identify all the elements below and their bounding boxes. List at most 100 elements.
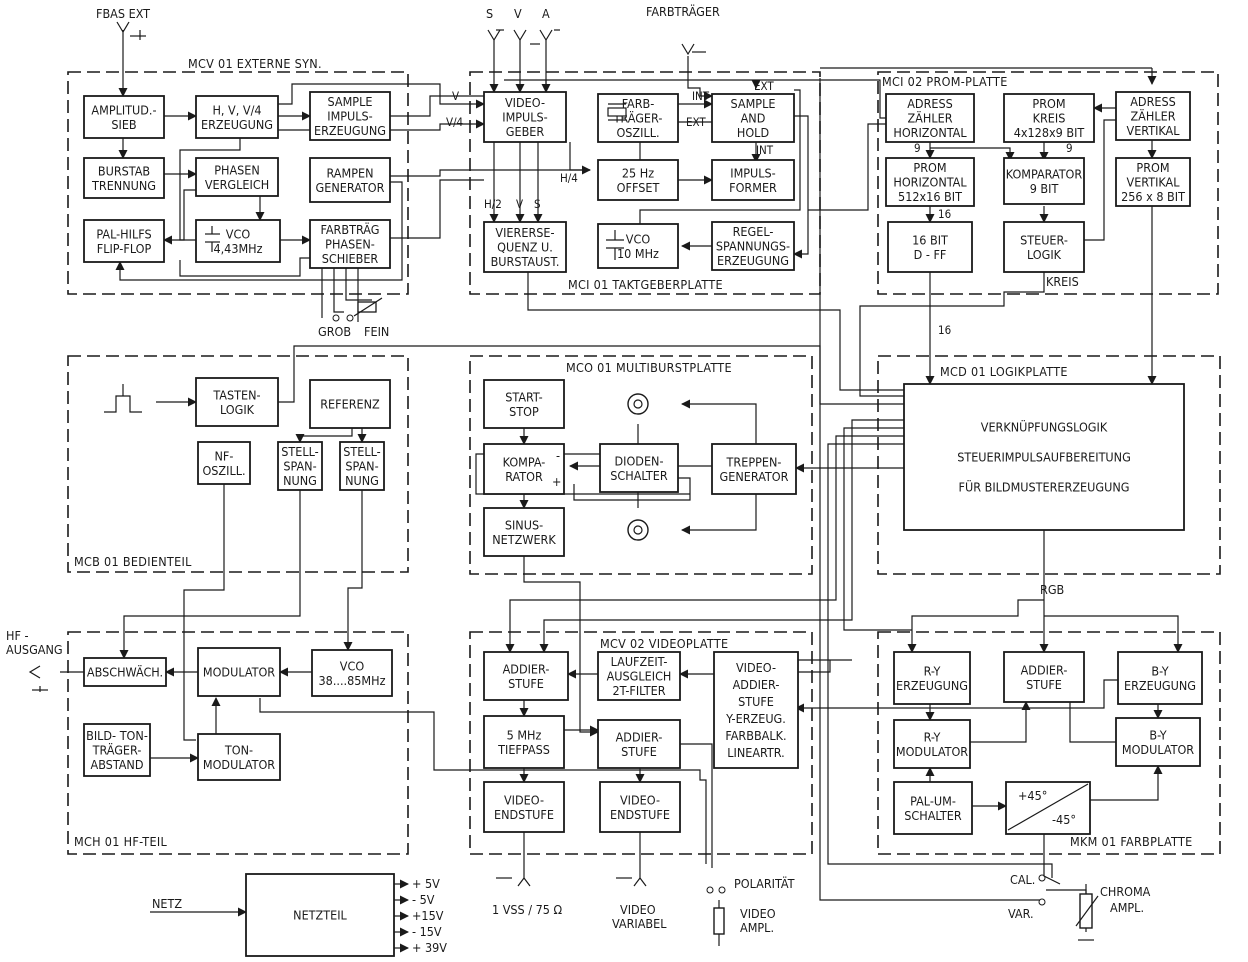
signal-int-2: INT bbox=[756, 143, 774, 157]
label-volt-4: - 15V bbox=[412, 924, 442, 939]
block-label: SPAN- bbox=[283, 459, 316, 474]
signal-s: S bbox=[534, 197, 541, 211]
label-hf-ausgang-2: AUSGANG bbox=[6, 642, 63, 657]
block-frame bbox=[309, 91, 391, 141]
block-komparator: KOMPA-RATOR bbox=[483, 443, 565, 495]
block-label: PHASEN bbox=[214, 162, 260, 177]
block-label: 256 x 8 BIT bbox=[1121, 189, 1185, 204]
block-label: STUFE bbox=[738, 694, 774, 709]
block-frame bbox=[713, 651, 799, 769]
block-label: RAMPEN bbox=[327, 165, 374, 180]
block-label: HORIZONTAL bbox=[893, 125, 967, 140]
block-frame bbox=[1115, 157, 1191, 207]
block-label: SAMPLE bbox=[731, 96, 776, 111]
block-frame bbox=[483, 507, 565, 557]
block-label: NF- bbox=[215, 448, 234, 463]
block-label: 25 Hz bbox=[622, 165, 654, 180]
block-logik: VERKNÜPFUNGSLOGIKSTEUERIMPULSAUFBEREITUN… bbox=[903, 383, 1185, 531]
block-label: ZÄHLER bbox=[907, 111, 952, 126]
block-addierstufe2: ADDIER-STUFE bbox=[597, 719, 681, 769]
block-bild-ton: BILD- TON-TRÄGER-ABSTAND bbox=[83, 723, 151, 777]
block-frame bbox=[195, 219, 281, 263]
signal-v2: V bbox=[516, 197, 523, 211]
label-chroma-ampl-1: CHROMA bbox=[1100, 884, 1151, 899]
group-mcv02 bbox=[469, 631, 813, 855]
block-label: PAL-HILFS bbox=[96, 226, 151, 241]
block-label: BILD- TON- bbox=[86, 728, 148, 743]
block-label: Y-ERZEUG. bbox=[725, 711, 786, 726]
block-frame bbox=[711, 443, 797, 495]
block-label: VIERERSE- bbox=[495, 225, 554, 240]
block-label: KOMPA- bbox=[503, 454, 546, 469]
block-startstop: START-STOP bbox=[483, 379, 565, 429]
block-amplitudsieb: AMPLITUD.-SIEB bbox=[83, 95, 165, 139]
block-label: ENDSTUFE bbox=[494, 807, 554, 822]
group-mch01 bbox=[67, 631, 409, 855]
block-label: ZÄHLER bbox=[1130, 109, 1175, 124]
block-frame bbox=[309, 379, 391, 429]
block-frame bbox=[599, 781, 681, 833]
block-label: IMPULS- bbox=[730, 165, 776, 180]
block-label: B-Y bbox=[1149, 727, 1166, 742]
block-frame bbox=[599, 443, 679, 493]
label-plus: + bbox=[552, 474, 561, 489]
label-netz: NETZ bbox=[152, 896, 182, 911]
block-frame bbox=[83, 157, 165, 199]
bus-width-16a: 16 bbox=[938, 207, 951, 221]
block-frame bbox=[1003, 157, 1085, 205]
block-label: PROM bbox=[1136, 160, 1169, 175]
pushbutton-icon bbox=[104, 384, 142, 413]
connector-icon bbox=[28, 21, 1046, 906]
block-endstufe1: VIDEO-ENDSTUFE bbox=[483, 781, 565, 833]
block-frame bbox=[1003, 93, 1095, 143]
block-addierstufe1: ADDIER-STUFE bbox=[483, 651, 569, 701]
block-frame bbox=[597, 93, 679, 143]
label-volt-2: - 5V bbox=[412, 892, 435, 907]
block-abschwaech: ABSCHWÄCH. bbox=[83, 657, 167, 687]
block-label: QUENZ U. bbox=[497, 240, 553, 255]
group-title-mci01: MCI 01 TAKTGEBERPLATTE bbox=[568, 277, 723, 292]
block-label: HOLD bbox=[737, 125, 769, 140]
block-frame bbox=[711, 159, 795, 201]
block-label: ADDIER- bbox=[733, 677, 780, 692]
block-frame bbox=[197, 441, 251, 485]
block-frame bbox=[903, 383, 1185, 531]
block-frame bbox=[483, 221, 567, 273]
block-label: MODULATOR bbox=[203, 757, 275, 772]
block-frame bbox=[83, 723, 151, 777]
block-label: OFFSET bbox=[617, 180, 660, 195]
group-mcd01 bbox=[877, 355, 1221, 575]
block-label: STOP bbox=[509, 404, 539, 419]
block-frame bbox=[483, 781, 565, 833]
block-label: MODULATOR bbox=[896, 744, 968, 759]
signal-h4: H/4 bbox=[560, 171, 578, 185]
block-frame bbox=[197, 647, 281, 697]
block-label: GENERATOR bbox=[316, 180, 385, 195]
block-endstufe2: VIDEO-ENDSTUFE bbox=[599, 781, 681, 833]
block-label: LAUFZEIT- bbox=[611, 654, 668, 669]
group-title-mcb01: MCB 01 BEDIENTEIL bbox=[74, 554, 192, 569]
block-label: NETZTEIL bbox=[293, 908, 347, 923]
label-video-variabel-1: VIDEO bbox=[620, 902, 656, 917]
block-label: VIDEO- bbox=[736, 660, 776, 675]
crystal-icon bbox=[607, 103, 627, 121]
block-frame bbox=[893, 781, 973, 835]
group-mcv01 bbox=[67, 71, 409, 295]
label-video-ampl-1: VIDEO bbox=[740, 906, 776, 921]
block-label: GEBER bbox=[506, 124, 545, 139]
group-title-mch01: MCH 01 HF-TEIL bbox=[74, 834, 167, 849]
block-frame bbox=[483, 379, 565, 429]
block-label: KOMPARATOR bbox=[1006, 166, 1083, 181]
block-label: LOGIK bbox=[220, 402, 255, 417]
block-label: OSZILL. bbox=[202, 463, 245, 478]
block-label: 9 BIT bbox=[1030, 181, 1059, 196]
